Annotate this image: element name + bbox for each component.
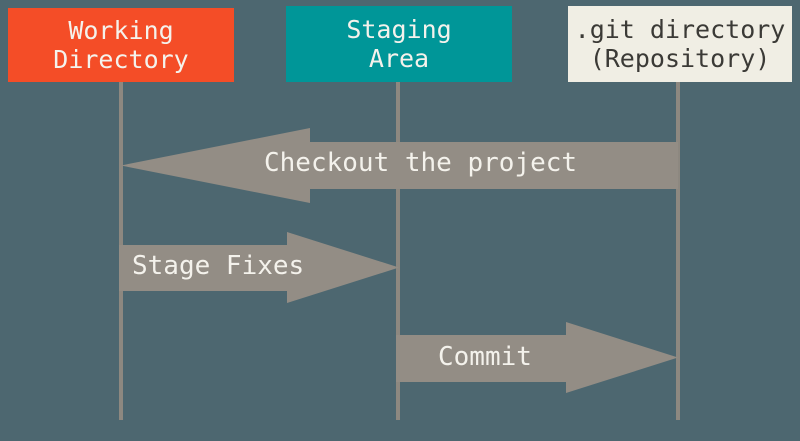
arrow-commit (396, 322, 678, 393)
arrow-label-checkout-the-project: Checkout the project (264, 148, 578, 178)
right-arrow-icon (396, 322, 678, 393)
arrow-stage-fixes (119, 232, 399, 303)
area-label-git-directory-line1: .git directory (574, 14, 786, 44)
area-label-staging-area-line1: Staging (346, 14, 452, 44)
area-label-working-directory-line1: Working (68, 15, 174, 45)
area-box-staging-area: Staging Area (286, 6, 512, 82)
area-label-git-directory-line2: (Repository) (589, 44, 771, 73)
arrow-checkout-the-project (121, 128, 678, 203)
lifeline-staging-area (396, 82, 400, 420)
left-arrow-icon (121, 128, 678, 203)
area-box-working-directory: Working Directory (8, 8, 234, 82)
arrow-label-commit: Commit (438, 342, 532, 372)
area-box-git-directory: .git directory (Repository) (568, 6, 792, 82)
area-label-staging-area-line2: Area (368, 44, 430, 73)
area-label-working-directory-line2: Directory (53, 45, 189, 74)
right-arrow-icon (119, 232, 399, 303)
arrow-label-stage-fixes: Stage Fixes (132, 251, 305, 281)
lifeline-git-directory (676, 82, 680, 420)
